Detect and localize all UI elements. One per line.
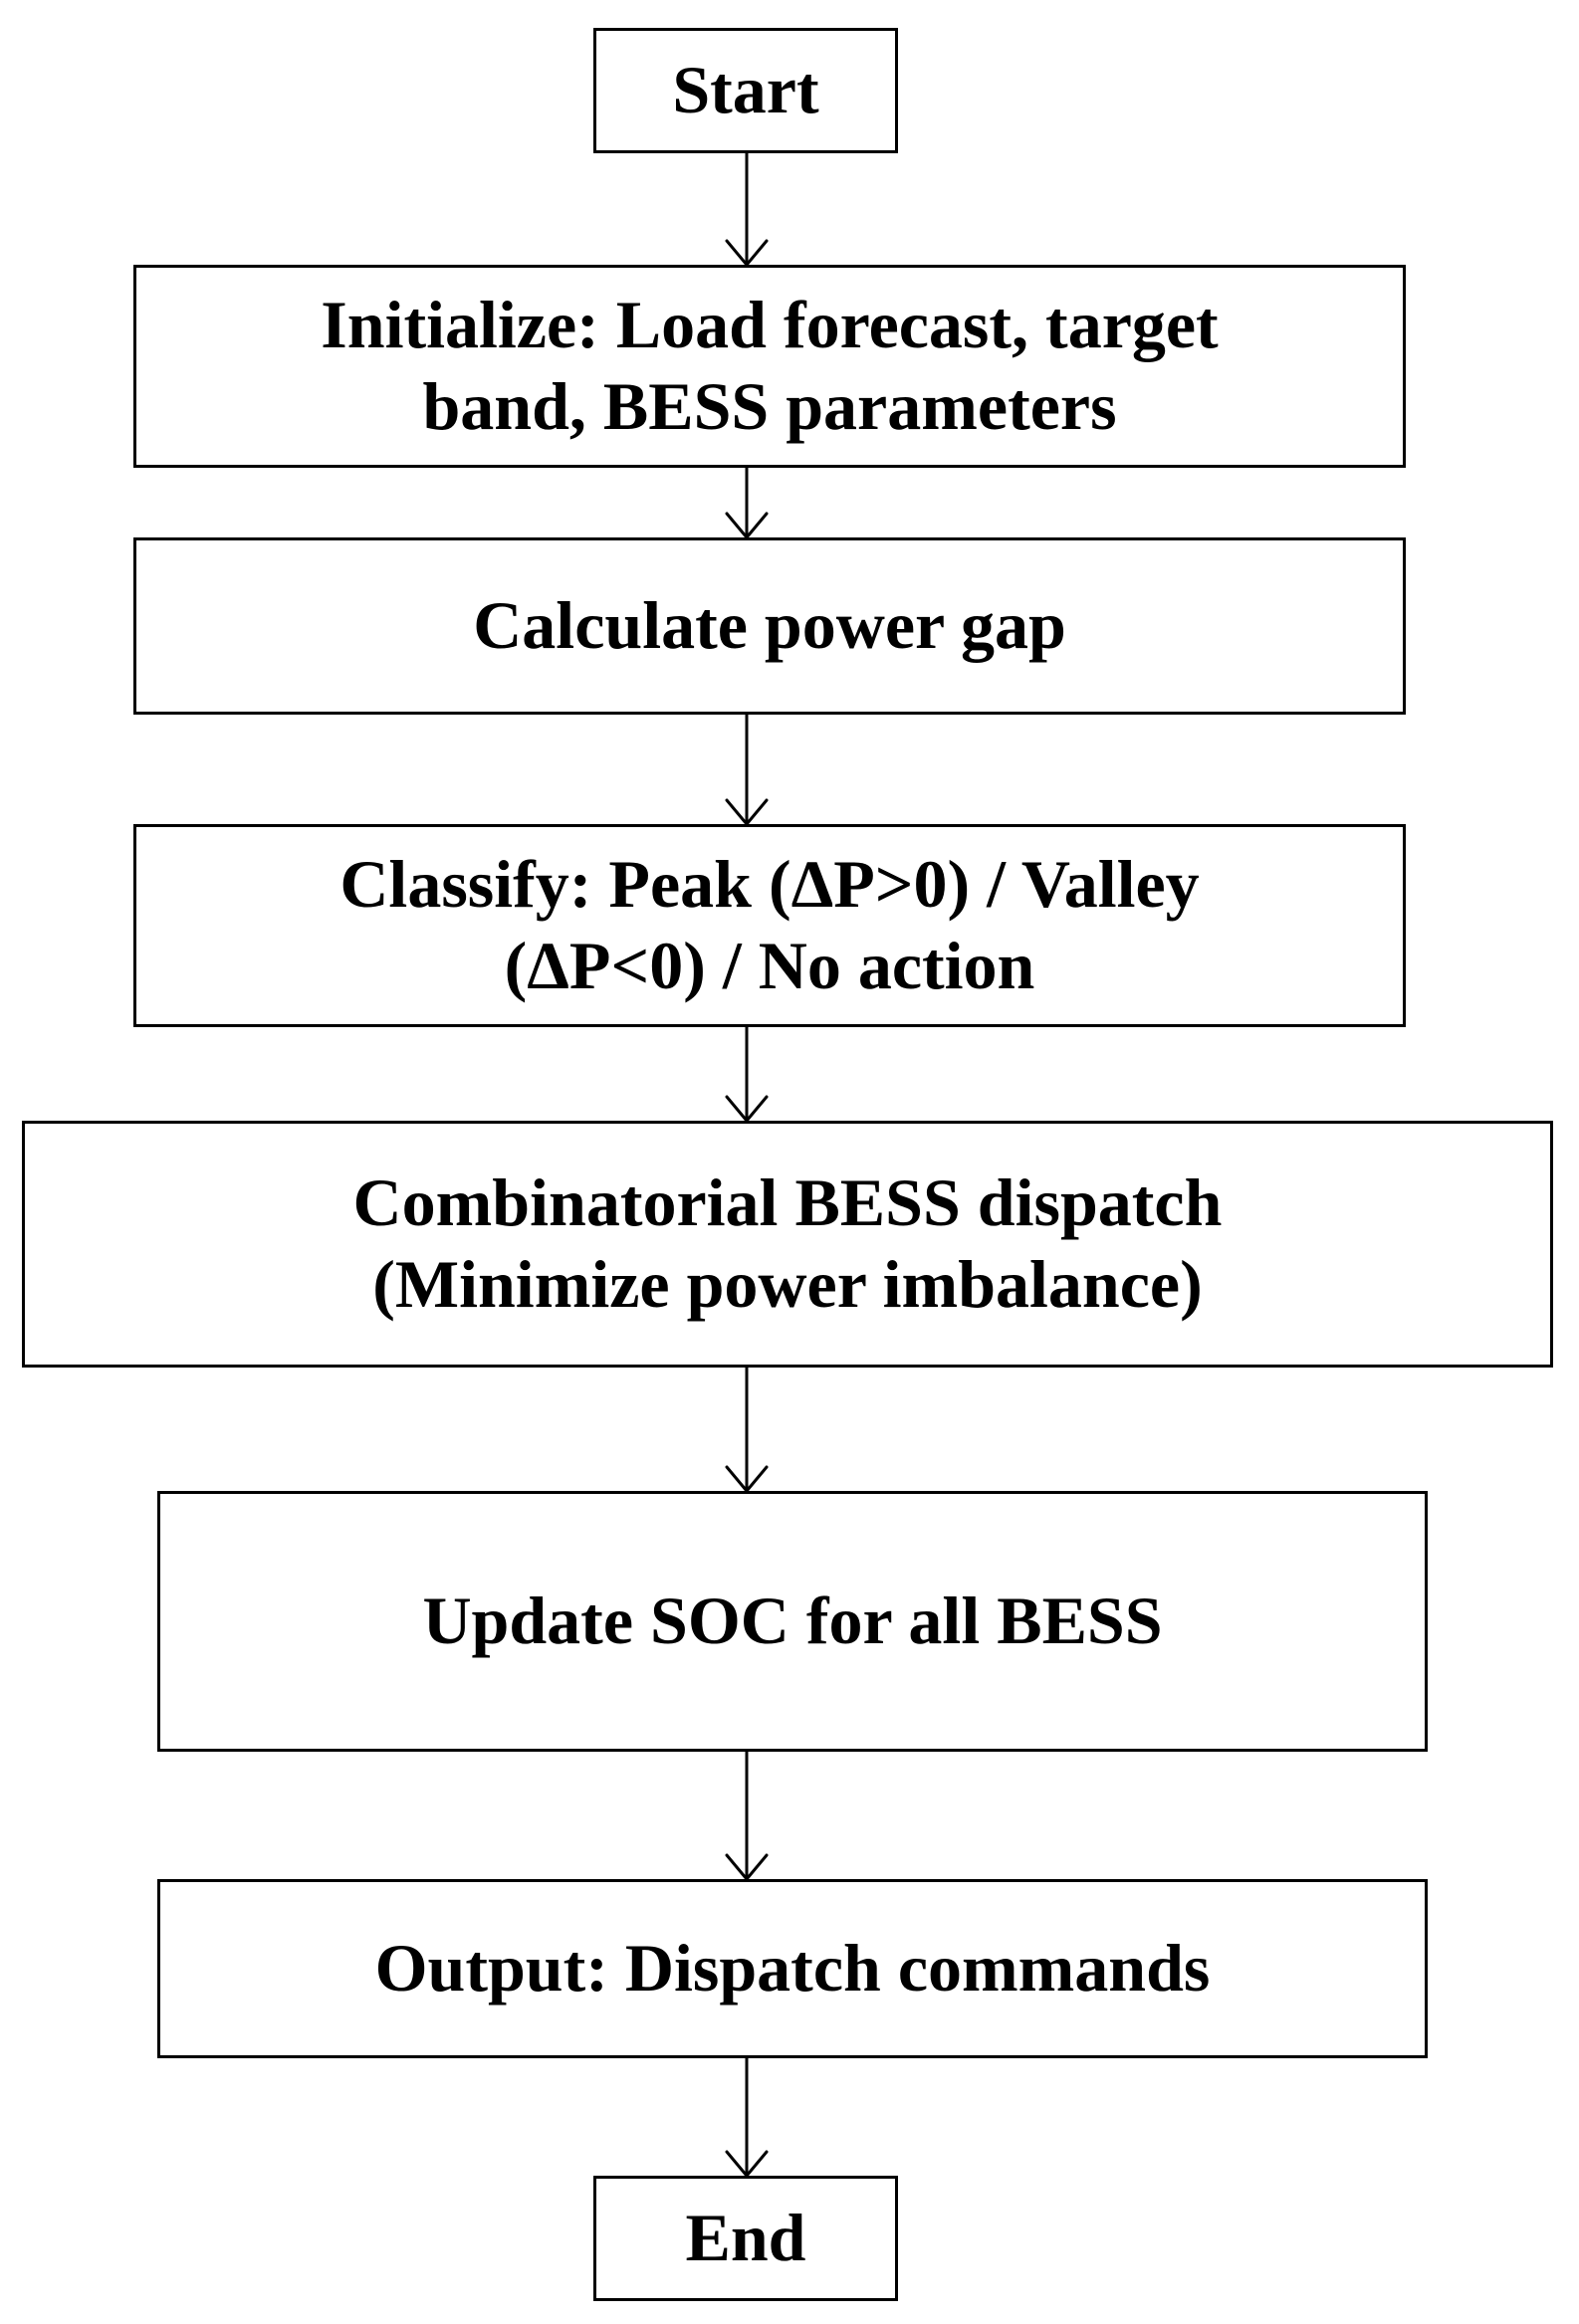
- end-label: End: [685, 2200, 806, 2276]
- output-step: Output: Dispatch commands: [157, 1879, 1428, 2058]
- classify-step: Classify: Peak (ΔP>0) / Valley (ΔP<0) / …: [133, 824, 1406, 1027]
- classify-label-line1: Classify: Peak (ΔP>0) / Valley: [339, 846, 1200, 923]
- update-soc-step: Update SOC for all BESS: [157, 1491, 1428, 1752]
- combinatorial-dispatch-step: Combinatorial BESS dispatch (Minimize po…: [22, 1121, 1553, 1368]
- initialize-label-line2: band, BESS parameters: [422, 368, 1117, 444]
- arrow-output-to-end: [725, 2056, 769, 2178]
- arrow-calculate-to-classify: [725, 713, 769, 826]
- arrow-classify-to-dispatch: [725, 1025, 769, 1123]
- dispatch-label-line1: Combinatorial BESS dispatch: [352, 1164, 1223, 1241]
- arrow-initialize-to-calculate: [725, 466, 769, 539]
- arrow-dispatch-to-update: [725, 1366, 769, 1493]
- initialize-label-line1: Initialize: Load forecast, target: [321, 287, 1219, 363]
- calculate-power-gap-step: Calculate power gap: [133, 537, 1406, 715]
- classify-label-line2: (ΔP<0) / No action: [504, 928, 1035, 1003]
- initialize-step: Initialize: Load forecast, target band, …: [133, 265, 1406, 468]
- end-node: End: [593, 2176, 898, 2301]
- calculate-label: Calculate power gap: [473, 587, 1066, 664]
- update-label: Update SOC for all BESS: [422, 1583, 1163, 1659]
- start-node: Start: [593, 28, 898, 153]
- arrow-update-to-output: [725, 1750, 769, 1881]
- arrow-start-to-initialize: [725, 151, 769, 267]
- output-label: Output: Dispatch commands: [374, 1930, 1211, 2007]
- start-label: Start: [672, 52, 819, 128]
- dispatch-label-line2: (Minimize power imbalance): [372, 1246, 1203, 1322]
